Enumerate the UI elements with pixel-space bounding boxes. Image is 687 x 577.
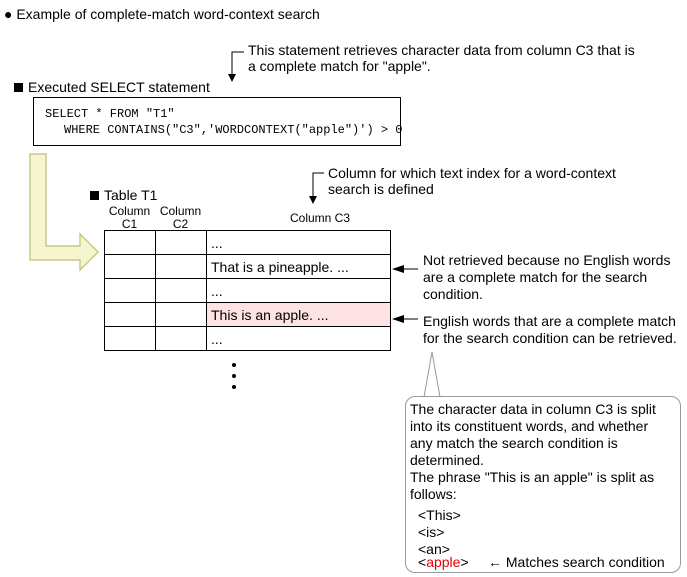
note-top-line1: This statement retrieves character data … — [248, 42, 635, 58]
callout-pointer — [423, 351, 441, 398]
note-not-retrieved-line3: condition. — [423, 286, 483, 302]
callout-line2: into its constituent words, and whether — [410, 418, 649, 434]
column-header-c2-line2: C2 — [172, 217, 189, 231]
word-token: <an> — [418, 541, 450, 557]
sql-line2: WHERE CONTAINS("C3",'WORDCONTEXT("apple"… — [64, 123, 403, 137]
column-header-c1-line2: C1 — [121, 217, 138, 231]
cell-c3: ... — [206, 326, 391, 351]
callout-line6: follows: — [410, 486, 457, 502]
table-title: Table T1 — [90, 187, 157, 204]
column-header-c2-line1: Column — [159, 204, 202, 218]
cell-c2 — [155, 326, 207, 351]
left-arrow-not-retrieved — [392, 265, 418, 273]
square-bullet-icon — [14, 83, 23, 92]
word-token: <This> — [418, 507, 461, 523]
table-row: ... — [104, 326, 391, 351]
column-header-c3: Column C3 — [289, 211, 351, 225]
cell-c3: That is a pineapple. ... — [206, 254, 391, 279]
left-arrow-retrieved — [392, 315, 418, 323]
note-retrieved-line2: for the search condition can be retrieve… — [423, 330, 677, 346]
cell-c1 — [104, 254, 156, 279]
column-header-c1-line1: Column — [108, 204, 151, 218]
callout-line4: determined. — [410, 452, 484, 468]
callout-line1: The character data in column C3 is split — [410, 401, 656, 417]
sql-line1: SELECT * FROM "T1" — [45, 107, 175, 121]
sql-box: SELECT * FROM "T1" WHERE CONTAINS("C3",'… — [33, 97, 403, 146]
callout-line3: any match the search condition is — [410, 435, 618, 451]
column-note-line2: search is defined — [328, 181, 434, 197]
apple-word: apple — [426, 554, 461, 570]
table-t1: ... That is a pineapple. ... ... This is… — [104, 230, 391, 351]
note-not-retrieved-line2: are a complete match for the search — [423, 269, 648, 285]
top-note-pointer-arrow — [228, 51, 244, 82]
ellipsis-dot — [232, 363, 236, 367]
flow-arrow-icon — [29, 153, 100, 272]
cell-c3: This is an apple. ... — [206, 302, 391, 327]
table-title-text: Table T1 — [104, 187, 158, 203]
ellipsis-dot — [232, 374, 236, 378]
select-heading-text: Executed SELECT statement — [28, 79, 210, 95]
note-retrieved-line1: English words that are a complete match — [423, 313, 676, 329]
select-heading: Executed SELECT statement — [14, 79, 210, 96]
square-bullet-icon — [90, 191, 99, 200]
apple-close-bracket: > — [460, 554, 469, 570]
page-heading: ● Example of complete-match word-context… — [4, 6, 320, 22]
ellipsis-dot — [232, 385, 236, 389]
note-not-retrieved-line1: Not retrieved because no English words — [423, 252, 671, 268]
column-header-c1: Column C1 — [104, 205, 155, 231]
word-token: <is> — [418, 524, 445, 540]
callout-line5: The phrase "This is an apple" is split a… — [410, 469, 655, 485]
note-top-line2: a complete match for "apple". — [248, 58, 431, 74]
column-header-c2: Column C2 — [155, 205, 206, 231]
table-row-highlighted: This is an apple. ... — [104, 302, 391, 327]
table-row: That is a pineapple. ... — [104, 254, 391, 279]
column-note-line1: Column for which text index for a word-c… — [328, 165, 616, 181]
cell-c1 — [104, 302, 156, 327]
word-token-apple: <apple> — [418, 554, 469, 571]
match-note: ← Matches search condition — [488, 554, 665, 570]
apple-open-bracket: < — [418, 554, 427, 570]
callout-box: The character data in column C3 is split… — [405, 396, 681, 573]
cell-c3: ... — [206, 278, 391, 303]
column-note-pointer-arrow — [309, 172, 324, 204]
cell-c1 — [104, 326, 156, 351]
